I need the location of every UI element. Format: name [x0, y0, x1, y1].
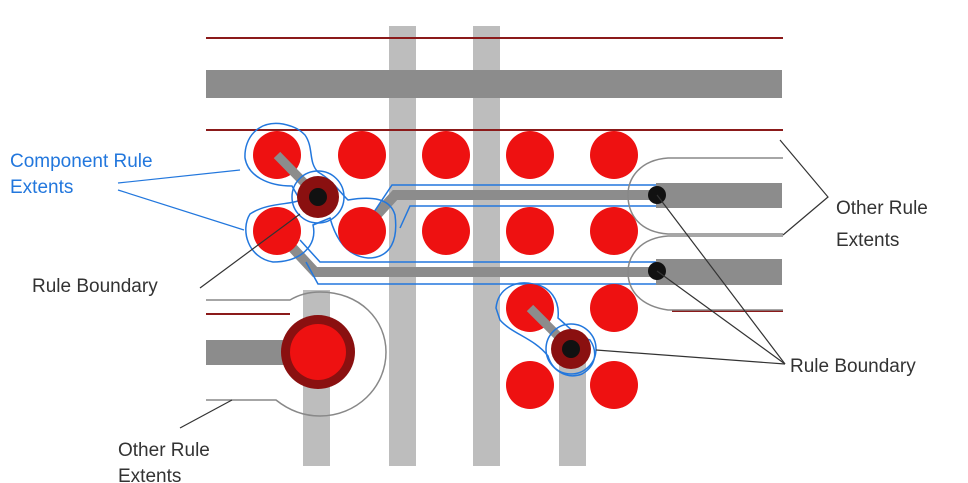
large-pad: [281, 315, 355, 389]
upper-route-extent: [369, 184, 656, 229]
vertical-track-1: [389, 26, 416, 466]
component-extent-left: [244, 122, 397, 263]
via-rule-boundary-right: [545, 323, 597, 375]
pad: [590, 131, 638, 179]
leader-rule-boundary-right-2: [656, 270, 786, 365]
pad: [506, 207, 554, 255]
pad: [506, 361, 554, 409]
other-rule-extents: [206, 157, 783, 417]
other-rule-extents-right-label-line2: Extents: [836, 230, 899, 251]
pad: [590, 207, 638, 255]
rule-boundary-left-label: Rule Boundary: [32, 276, 158, 297]
other-rule-extents-bottom-label-line1: Other Rule: [118, 440, 210, 461]
component-rule-extents: [244, 122, 656, 377]
right-track-lower: [656, 259, 782, 285]
top-wide-track: [206, 70, 782, 98]
pad: [338, 131, 386, 179]
leader-component-extent-1: [117, 169, 241, 184]
pad: [506, 131, 554, 179]
lower-route-extent: [299, 239, 656, 285]
via-rule-boundary-left: [291, 170, 345, 224]
via-hole: [562, 340, 580, 358]
component-rule-extents-label-line1: Component Rule: [10, 151, 153, 172]
pad: [590, 361, 638, 409]
leader-rule-boundary-right-1: [656, 194, 786, 365]
vias: [291, 170, 666, 375]
other-rule-extents-bottom-label-line2: Extents: [118, 466, 181, 483]
component-rule-extents-label-line2: Extents: [10, 177, 73, 198]
top-tracks: [206, 37, 783, 315]
vertical-track-2: [473, 26, 500, 466]
pad: [590, 284, 638, 332]
leader-rule-boundary-left: [199, 213, 301, 289]
labels: Component Rule Extents Rule Boundary Oth…: [10, 151, 928, 483]
pads: [253, 131, 638, 409]
pad: [422, 207, 470, 255]
rule-boundary-right-label: Rule Boundary: [790, 356, 916, 377]
pad: [422, 131, 470, 179]
other-rule-extents-right-label-line1: Other Rule: [836, 198, 928, 219]
other-extent-upper: [627, 157, 783, 235]
leader-rule-boundary-right-3: [595, 349, 786, 365]
pad: [338, 207, 386, 255]
large-pad-center: [290, 324, 346, 380]
leader-other-extent-right: [779, 139, 829, 236]
leader-component-extent-2: [117, 189, 245, 231]
annotation-leaders: [117, 139, 829, 429]
via-hole: [309, 188, 327, 206]
right-track-upper: [656, 183, 782, 208]
other-extent-left-pad: [206, 291, 387, 417]
other-extent-lower: [627, 235, 783, 311]
leader-other-extent-bottom: [179, 399, 233, 429]
right-tracks: [206, 183, 782, 365]
